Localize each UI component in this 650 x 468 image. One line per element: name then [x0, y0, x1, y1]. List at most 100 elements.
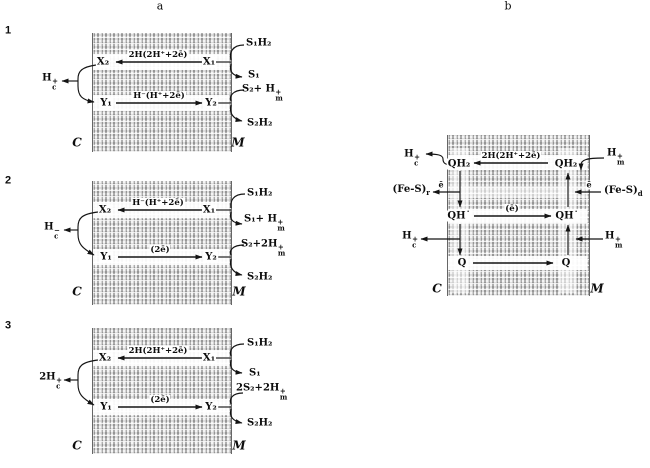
substrate2-in-label: 2S₂+2H+m: [236, 383, 287, 400]
matrix-side-label: M: [231, 135, 245, 150]
subscript: m: [616, 157, 625, 166]
substrate2-in-label: S₂+ H+m: [242, 84, 283, 101]
superscript: +: [616, 151, 623, 161]
subscript: d: [637, 189, 643, 198]
superscript: +: [414, 152, 420, 162]
carrier-x2-label: X₂: [97, 204, 113, 216]
carrier-x1-label: X₁: [201, 56, 217, 68]
arrow-substrate1-out: [229, 63, 243, 79]
cytoplasm-side-label: C: [72, 135, 82, 150]
proton-in-top-label: H+m: [607, 148, 624, 165]
carrier-x1-label: X₁: [201, 204, 217, 216]
label-base: H: [42, 72, 52, 84]
arrow-substrate2-in: [229, 392, 244, 405]
subscript: m: [614, 240, 623, 249]
subscript: m: [275, 93, 283, 102]
carrier-x2-label: X₂: [97, 352, 113, 364]
arrow-substrate1-out: [229, 211, 243, 226]
matrix-side-label: M: [232, 284, 246, 299]
iron-sulfur-right-label: (Fe-S)d: [604, 185, 643, 199]
quinol-left-label: QH₂: [446, 158, 472, 170]
superscript: +: [275, 87, 282, 97]
label-base: (Fe-S): [604, 185, 638, 196]
sup-sub-stack: +c: [414, 152, 420, 167]
carrier-y2-label: Y₂: [204, 251, 218, 263]
subscript: m: [277, 248, 286, 257]
sup-sub-stack: +m: [280, 388, 287, 400]
bracket-x2-to-y1: [77, 211, 99, 256]
membrane-white-band: [448, 186, 587, 198]
transfer-label-top: 2H(2H⁺+2ē): [127, 346, 189, 356]
substrate1-out-label: S₁: [248, 69, 260, 81]
arrow-substrate2-in: [229, 244, 245, 256]
subscript: m: [277, 223, 285, 232]
superscript: +: [277, 242, 284, 252]
ejected-hydride-label: H−c: [44, 222, 60, 239]
superscript: +: [614, 234, 621, 244]
iron-sulfur-left-label: (Fe-S)r: [393, 184, 430, 198]
bracket-x2-to-y1: [77, 359, 99, 406]
electron-label-left: ē: [437, 179, 445, 190]
transfer-label-top: 2H(2H⁺+2ē): [127, 50, 189, 60]
cytoplasm-side-label: C: [72, 284, 82, 299]
sup-sub-stack: +c: [412, 234, 418, 248]
semiquinone-right-label: QH˙: [554, 210, 580, 222]
electron-transfer-label: (ē): [504, 204, 520, 214]
carrier-x2-label: X₂: [95, 56, 111, 68]
sup-sub-stack: +m: [614, 234, 623, 249]
quinone-right-label: Q: [560, 257, 572, 269]
sup-sub-stack: +m: [616, 151, 625, 166]
superscript: −: [54, 225, 60, 235]
substrate2-out-label: S₂H₂: [247, 117, 273, 129]
substrate2-out-label: S₂H₂: [247, 417, 273, 429]
matrix-side-label: M: [232, 438, 246, 453]
label-base: 2S₂+2H: [236, 382, 280, 394]
scheme-number-2: 2: [4, 174, 12, 187]
substrate1-in-label: S₁H₂: [247, 187, 273, 199]
substrate1-in-label: S₁H₂: [246, 37, 272, 49]
q-cycle-arrows: [420, 151, 605, 266]
label-base: H: [404, 148, 414, 160]
proton-out-bottom-label: H+c: [402, 231, 418, 248]
label-base: S₂+2H: [241, 238, 278, 250]
arrow-substrate1-out: [229, 359, 243, 375]
label-base: S₂+ H: [242, 83, 275, 95]
cytoplasm-side-label: C: [72, 438, 82, 453]
subscript: r: [426, 188, 430, 197]
superscript: +: [52, 76, 58, 86]
substrate1-out-label: S₁+ H+m: [244, 214, 285, 231]
bracket-x2-to-y1: [77, 64, 97, 104]
subscript: c: [414, 158, 419, 167]
scheme-number-3: 3: [4, 319, 12, 332]
ejected-protons-label: 2H+c: [39, 372, 62, 389]
sup-sub-stack: +c: [52, 76, 58, 91]
sup-sub-stack: −c: [54, 225, 60, 239]
scheme-number-1: 1: [4, 24, 12, 37]
superscript: +: [56, 375, 62, 385]
arrow-proton-in-top: [578, 157, 605, 171]
superscript: +: [412, 234, 418, 244]
superscript: +: [277, 217, 284, 227]
scheme1-arrows: [61, 44, 245, 123]
arrow-substrate2-in: [229, 89, 245, 102]
carrier-y2-label: Y₂: [204, 97, 218, 109]
arrow-substrate1-in: [230, 193, 246, 209]
carrier-y1-label: Y₁: [99, 251, 113, 263]
substrate1-out-label: S₁: [249, 367, 261, 379]
label-base: H: [605, 230, 615, 242]
column-label-a: a: [156, 0, 164, 13]
substrate2-out-label: S₂H₂: [247, 271, 273, 283]
cytoplasm-side-label: C: [432, 281, 442, 296]
substrate2-in-label: S₂+2H+m: [241, 239, 285, 256]
subscript: c: [56, 381, 61, 390]
ejected-proton-label: H+c: [42, 73, 58, 90]
carrier-y2-label: Y₂: [204, 401, 218, 413]
carrier-x1-label: X₁: [201, 352, 217, 364]
subscript: c: [52, 82, 57, 91]
arrow-substrate1-in: [229, 44, 245, 61]
proton-in-bottom-label: H+m: [605, 231, 622, 248]
arrow-substrate2-out: [229, 408, 243, 425]
sup-sub-stack: +m: [275, 87, 283, 102]
